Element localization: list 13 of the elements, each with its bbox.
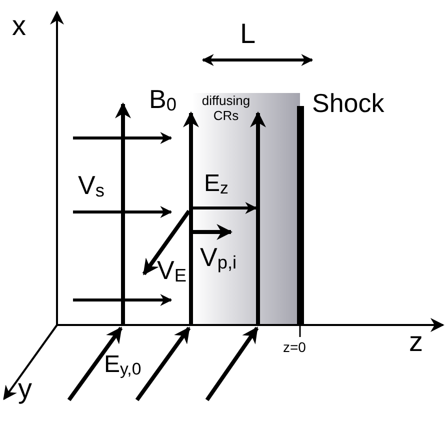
axis-label: x bbox=[12, 12, 26, 40]
vector-label: E$_{y,0}$ bbox=[104, 353, 142, 378]
vector-label: V$_{p,i}$ bbox=[200, 244, 237, 272]
vector-label: V$_{E}$ bbox=[157, 257, 186, 285]
region-label: diffusing CRs bbox=[200, 94, 252, 124]
dimension-label: L bbox=[240, 20, 256, 48]
axis-label: z bbox=[409, 328, 423, 356]
vector-label: E$_{z}$ bbox=[204, 172, 228, 198]
shock-label: Shock bbox=[312, 90, 384, 116]
field-label: B$_{0}$ bbox=[149, 86, 176, 114]
axis-label: y bbox=[18, 375, 32, 403]
vector-label: V$_{s}$ bbox=[78, 172, 104, 200]
tick-label: z=0 bbox=[283, 340, 306, 354]
